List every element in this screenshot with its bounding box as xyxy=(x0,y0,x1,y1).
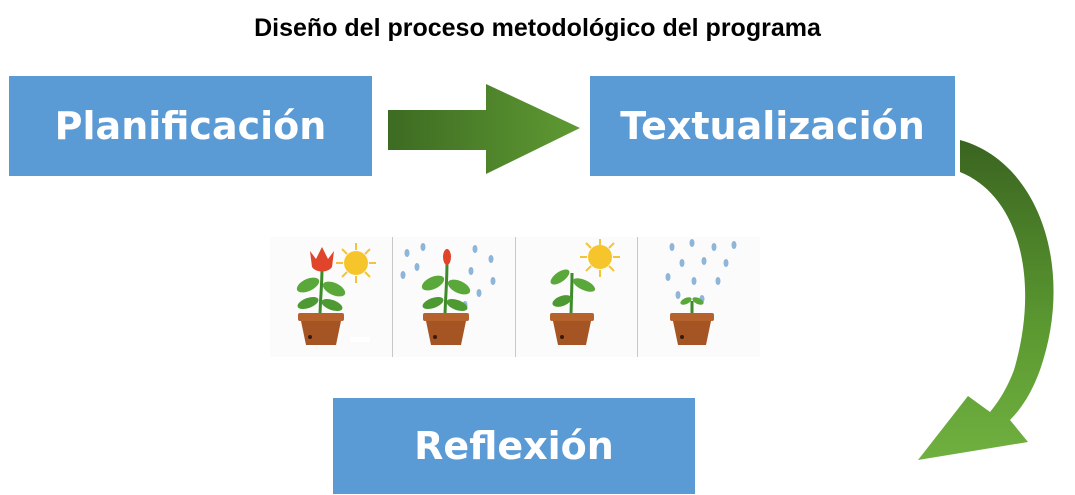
step-textualizacion: Textualización xyxy=(590,76,955,176)
step-label: Reflexión xyxy=(414,424,614,468)
diagram-title: Diseño del proceso metodológico del prog… xyxy=(254,14,821,42)
panel-young-plant xyxy=(515,237,639,357)
pot-icon xyxy=(549,313,594,345)
panel-sprout xyxy=(638,237,760,357)
step-reflexion: Reflexión xyxy=(333,398,695,494)
pot-icon xyxy=(422,313,469,345)
step-label: Planificación xyxy=(54,104,327,148)
rain-icon xyxy=(665,239,737,303)
sun-icon xyxy=(579,239,620,277)
step-planificacion: Planificación xyxy=(9,76,372,176)
pot-icon xyxy=(298,313,344,345)
plant-growth-illustration xyxy=(270,237,760,357)
plant-icon xyxy=(421,249,470,318)
sun-icon xyxy=(336,243,376,283)
arrow-right xyxy=(388,84,580,174)
plant-icon xyxy=(550,269,595,318)
arrow-curved-down xyxy=(918,140,1054,460)
sprout-icon xyxy=(680,297,704,317)
panel-flowering-plant xyxy=(270,237,393,357)
pot-icon xyxy=(670,313,715,345)
panel-budding-plant xyxy=(392,237,516,357)
flower-icon xyxy=(296,247,346,318)
step-label: Textualización xyxy=(620,104,925,148)
